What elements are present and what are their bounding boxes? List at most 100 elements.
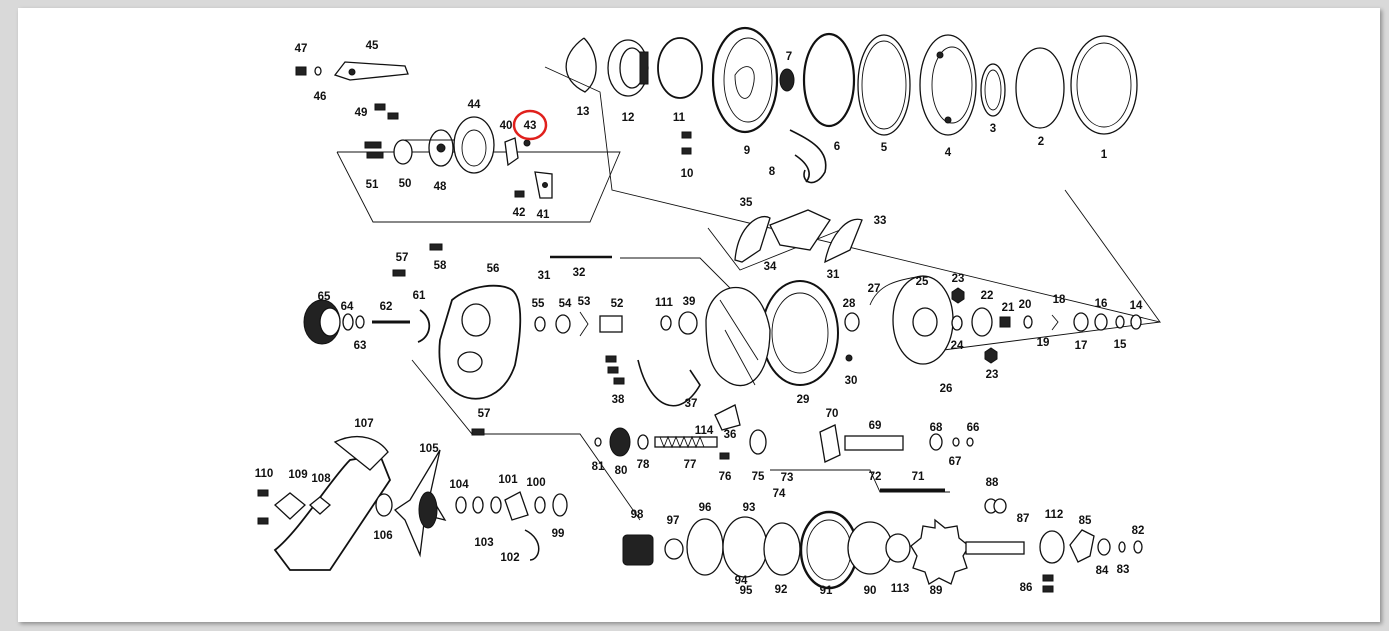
part-label-42: 42	[513, 207, 526, 219]
part-label-53: 53	[578, 296, 591, 308]
part-label-62: 62	[380, 301, 393, 313]
part-label-28: 28	[843, 298, 856, 310]
part-label-98: 98	[631, 509, 644, 521]
part-label-66: 66	[967, 422, 980, 434]
part-label-13: 13	[577, 106, 590, 118]
part-label-95: 95	[740, 585, 753, 597]
highlight-circle	[512, 109, 548, 141]
part-label-41: 41	[537, 209, 550, 221]
part-label-30: 30	[845, 375, 858, 387]
part-label-65: 65	[318, 291, 331, 303]
part-label-17: 17	[1075, 340, 1088, 352]
part-label-10: 10	[681, 168, 694, 180]
part-label-44: 44	[468, 99, 481, 111]
part-label-11: 11	[673, 112, 686, 124]
part-label-88: 88	[986, 477, 999, 489]
part-label-31b: 31	[827, 269, 840, 281]
part-label-110: 110	[255, 468, 274, 480]
part-label-85: 85	[1079, 515, 1092, 527]
part-label-87: 87	[1017, 513, 1030, 525]
part-label-92: 92	[775, 584, 788, 596]
part-label-106: 106	[373, 530, 392, 542]
part-label-70: 70	[826, 408, 839, 420]
part-label-72: 72	[869, 471, 882, 483]
part-label-86: 86	[1020, 582, 1033, 594]
part-label-112: 112	[1045, 509, 1064, 521]
part-label-33: 33	[874, 215, 887, 227]
part-label-36: 36	[724, 429, 737, 441]
upper-left-assembly	[295, 61, 553, 199]
part-label-32: 32	[573, 267, 586, 279]
part-label-56: 56	[487, 263, 500, 275]
part-label-40: 40	[500, 120, 513, 132]
diagram-sheet	[18, 8, 1380, 622]
part-label-19: 19	[1037, 337, 1050, 349]
part-label-76: 76	[719, 471, 732, 483]
part-label-99: 99	[552, 528, 565, 540]
side-plate-assembly	[303, 243, 741, 436]
part-label-96: 96	[699, 502, 712, 514]
part-label-82: 82	[1132, 525, 1145, 537]
part-label-23a: 23	[952, 273, 965, 285]
part-label-93: 93	[743, 502, 756, 514]
part-label-37: 37	[685, 398, 698, 410]
part-label-104: 104	[449, 479, 469, 491]
part-label-26: 26	[940, 383, 953, 395]
middle-assembly	[550, 209, 1142, 387]
part-label-15: 15	[1114, 339, 1127, 351]
part-label-25: 25	[916, 276, 929, 288]
part-label-14: 14	[1130, 300, 1143, 312]
part-label-47: 47	[295, 43, 308, 55]
part-label-45: 45	[366, 40, 379, 52]
part-labels: 1 2 3 4 5 6 7 8 9 10 11 12 13 14 15 16 1…	[255, 40, 1145, 597]
part-label-38: 38	[612, 394, 625, 406]
part-label-50: 50	[399, 178, 412, 190]
part-label-55: 55	[532, 298, 545, 310]
part-label-97: 97	[667, 515, 680, 527]
part-label-39: 39	[683, 296, 696, 308]
part-label-73: 73	[781, 472, 794, 484]
part-label-58: 58	[434, 260, 447, 272]
part-label-24: 24	[951, 340, 964, 352]
part-label-18: 18	[1053, 294, 1066, 306]
part-label-8: 8	[769, 166, 776, 178]
part-label-89: 89	[930, 585, 943, 597]
part-label-43: 43	[524, 120, 537, 132]
part-label-46: 46	[314, 91, 327, 103]
part-label-100: 100	[526, 477, 545, 489]
part-label-54: 54	[559, 298, 572, 310]
handle-assembly	[257, 435, 568, 571]
part-label-5: 5	[881, 142, 888, 154]
part-label-23b: 23	[986, 369, 999, 381]
gear-train-row	[594, 424, 974, 492]
part-label-49: 49	[355, 107, 368, 119]
part-label-111: 111	[655, 297, 674, 309]
part-label-108: 108	[311, 473, 331, 485]
part-label-57a: 57	[396, 252, 409, 264]
part-label-68: 68	[930, 422, 943, 434]
part-label-113: 113	[891, 583, 910, 595]
part-label-29: 29	[797, 394, 810, 406]
part-label-91: 91	[820, 585, 833, 597]
part-label-61: 61	[413, 290, 426, 302]
part-label-22: 22	[981, 290, 994, 302]
part-label-2: 2	[1038, 136, 1044, 148]
part-label-67: 67	[949, 456, 962, 468]
part-label-7: 7	[786, 51, 792, 63]
part-label-51: 51	[366, 179, 379, 191]
part-label-74: 74	[773, 488, 786, 500]
part-label-77: 77	[684, 459, 697, 471]
part-label-103: 103	[474, 537, 493, 549]
main-gear-row	[622, 498, 1143, 593]
part-label-52: 52	[611, 298, 624, 310]
part-label-71: 71	[912, 471, 925, 483]
part-label-101: 101	[498, 474, 518, 486]
part-label-20: 20	[1019, 299, 1032, 311]
part-label-114: 114	[695, 425, 714, 437]
part-label-107: 107	[354, 418, 373, 430]
part-label-31a: 31	[538, 270, 551, 282]
part-label-9: 9	[744, 145, 750, 157]
part-label-34: 34	[764, 261, 777, 273]
part-label-78: 78	[637, 459, 650, 471]
part-label-48: 48	[434, 181, 447, 193]
